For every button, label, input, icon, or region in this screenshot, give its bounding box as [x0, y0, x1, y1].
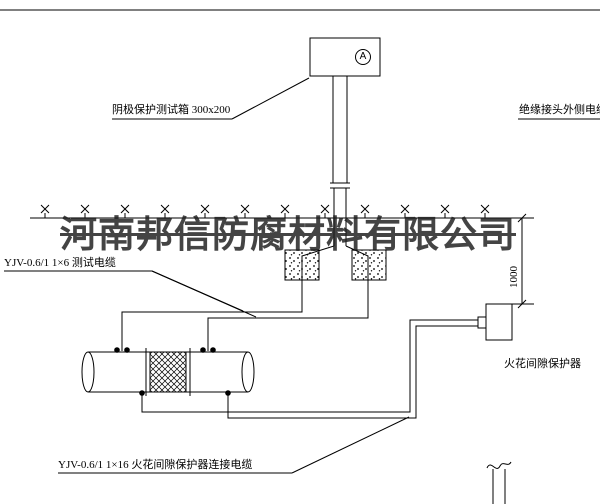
- watermark: 河南邦信防腐材料有限公司: [60, 212, 516, 256]
- spark-gap-protector: [477, 303, 513, 341]
- test-box: [309, 37, 381, 77]
- insulating-joint: [145, 348, 191, 396]
- test-box-label: 阴极保护测试箱 300x200: [112, 104, 231, 116]
- connection-cable-label: YJV-0.6/1 1×16 火花间隙保护器连接电缆: [58, 459, 253, 471]
- spark-protector-label: 火花间隙保护器: [504, 358, 581, 370]
- pipe-break-symbol: [486, 461, 512, 504]
- protector-cables: [141, 319, 478, 419]
- dimension-line: [512, 213, 534, 309]
- ammeter-symbol: A: [355, 49, 371, 65]
- test-cables: [121, 245, 369, 351]
- conduit-riser: [330, 76, 350, 246]
- cable-connection-dots: [114, 347, 231, 396]
- outer-cable-label: 绝缘接头外侧电缆: [519, 104, 600, 116]
- leader-lines: [4, 77, 600, 474]
- dimension-value: 1000: [508, 266, 520, 288]
- test-cable-label: YJV-0.6/1 1×6 测试电缆: [4, 257, 116, 269]
